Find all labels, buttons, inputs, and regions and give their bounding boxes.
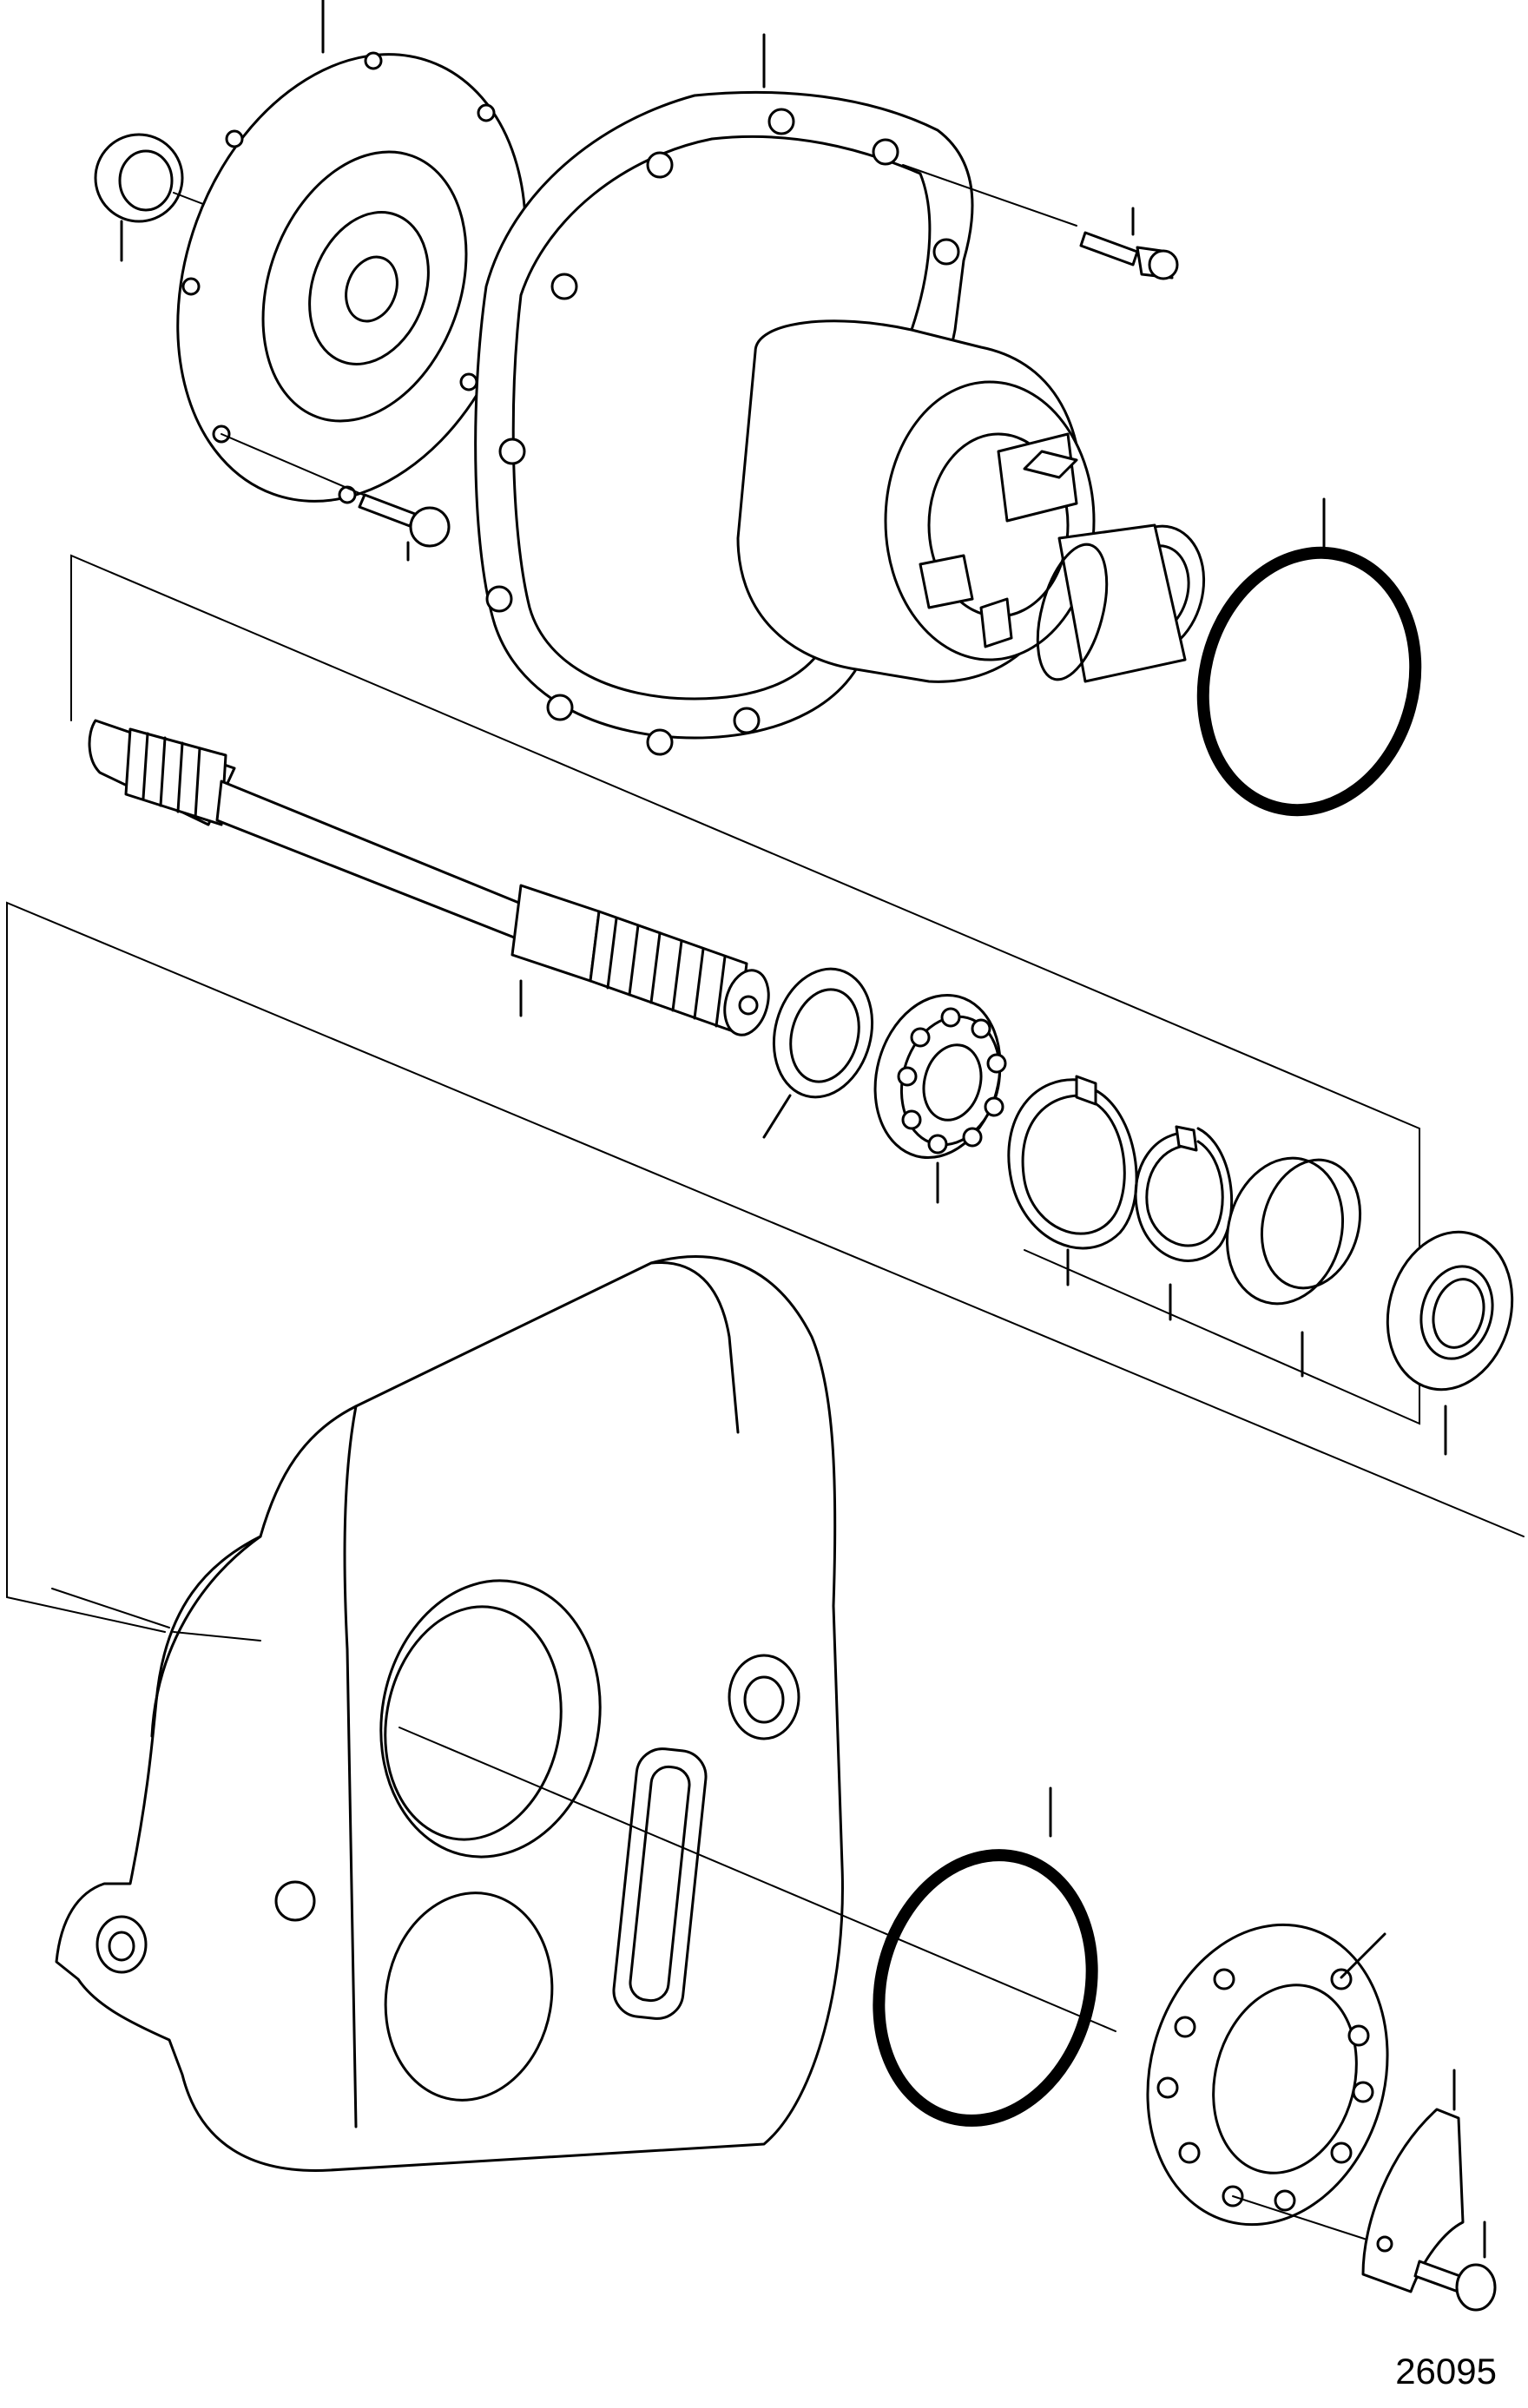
assembly-frame-lines <box>6 554 1525 1633</box>
bearing-balls <box>897 1007 1007 1155</box>
part-seal-ring-right <box>1386 1230 1514 1456</box>
bell-housing-mount-lugs <box>485 108 960 756</box>
part-ball-bearing <box>873 993 1007 1204</box>
part-o-ring-lower <box>873 1786 1098 2127</box>
part-bearing-cover <box>1146 1923 1389 2245</box>
part-bolt-top-right <box>902 164 1179 280</box>
part-bolt-lower-right <box>1413 2220 1497 2312</box>
part-bolt-drive-plate <box>358 493 451 562</box>
part-o-ring-upper <box>1196 497 1422 817</box>
part-input-shaft <box>88 719 770 1036</box>
part-seal-top-left <box>94 133 227 262</box>
part-coupling-sleeve <box>1036 523 1206 683</box>
part-drive-plate <box>176 0 527 504</box>
part-lock-plate <box>1361 2069 1465 2293</box>
part-spacer-sleeve <box>1225 1156 1362 1378</box>
part-gear-housing <box>55 1255 844 2172</box>
figure-number: 26095 <box>1395 2351 1497 2392</box>
part-bell-housing <box>474 33 1096 756</box>
part-seal-ring <box>762 967 874 1139</box>
shaft-axis-line-lower <box>51 1588 1116 2032</box>
part-circlip-large <box>1007 1075 1138 1286</box>
part-circlip-small <box>1134 1125 1234 1321</box>
